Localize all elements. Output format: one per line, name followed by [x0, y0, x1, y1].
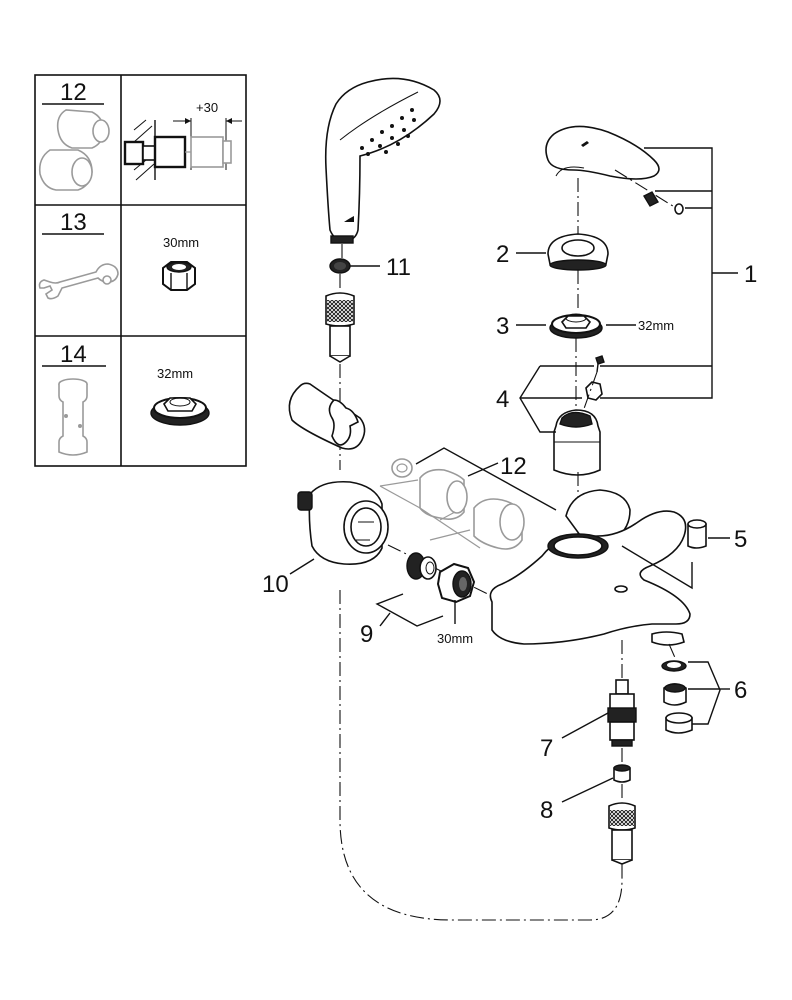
callout-9: 9	[360, 621, 373, 648]
plug-5-icon	[687, 519, 707, 549]
mixer-body-icon	[489, 489, 691, 646]
callout-12: 12	[500, 453, 527, 480]
hose-nut-top-icon	[325, 292, 355, 363]
aerator-washer-icon	[661, 660, 687, 672]
leader-bracket-6	[688, 661, 721, 725]
aerator-housing-icon	[665, 712, 693, 734]
diverter-7-icon	[607, 679, 637, 747]
lock-nut-3-icon	[549, 313, 603, 339]
dimension-30mm: 30mm	[437, 631, 473, 646]
cartridge-tool-icon	[58, 378, 88, 456]
set-screw-axis	[614, 169, 677, 209]
leader-bracket-5	[621, 545, 693, 590]
table-row-number: 14	[60, 341, 87, 368]
hex-nut-9-icon	[436, 562, 476, 604]
leader-bracket-12	[415, 447, 557, 511]
assembly-axis	[668, 643, 677, 661]
extension-set-icon	[38, 109, 110, 191]
hose-nut-bottom-icon	[608, 802, 636, 865]
wall-holder-icon	[288, 382, 366, 450]
lever-handle-icon	[545, 125, 660, 180]
leader-bracket-9	[375, 593, 444, 627]
assembly-axis	[387, 544, 501, 601]
wrench-icon	[38, 263, 119, 300]
shower-hose	[339, 590, 623, 921]
leader-bracket-1	[600, 147, 713, 399]
set-screw-icon	[643, 191, 659, 207]
nut-size-label: 30mm	[163, 235, 199, 250]
screw-cap-icon	[674, 203, 684, 215]
washer-11-icon	[329, 258, 351, 274]
aerator-insert-icon	[663, 683, 687, 706]
leader-line-8	[561, 777, 614, 803]
nut-size-label: 32mm	[157, 366, 193, 381]
small-screw-icon	[595, 355, 605, 373]
table-row-number: 12	[60, 79, 87, 106]
leader-line-7	[561, 712, 609, 739]
check-valve-8-icon	[613, 764, 631, 783]
callout-11: 11	[386, 254, 411, 281]
extension-set-12-icon	[379, 458, 525, 550]
table-row-12: 12 +30	[38, 79, 242, 191]
wall-elbow-10-icon	[297, 480, 389, 565]
callout-4: 4	[496, 386, 509, 413]
leader-line-10	[289, 558, 315, 575]
hand-shower	[324, 77, 441, 244]
leader-bracket-4	[519, 365, 556, 433]
spray-holes	[360, 108, 416, 156]
nipple-9-icon	[406, 552, 437, 580]
hex-nut-30-icon	[162, 261, 196, 291]
extension-detail-icon	[123, 118, 242, 181]
callout-2: 2	[496, 241, 509, 268]
leader-line-12	[467, 462, 499, 477]
cover-cap-2-icon	[547, 233, 609, 271]
tool-table: 12 +30	[34, 74, 247, 467]
table-row-13: 13 30mm	[38, 209, 199, 300]
cartridge-icon	[553, 409, 601, 476]
callout-5: 5	[734, 526, 747, 553]
dimension-32mm: 32mm	[638, 318, 674, 333]
extension-length-label: +30	[196, 100, 218, 115]
callout-8: 8	[540, 797, 553, 824]
lock-nut-32-icon	[150, 397, 210, 426]
callout-10: 10	[262, 571, 289, 598]
callout-3: 3	[496, 313, 509, 340]
callout-1: 1	[744, 261, 757, 288]
callout-7: 7	[540, 735, 553, 762]
table-row-14: 14 32mm	[42, 341, 210, 456]
leader-line-9	[379, 612, 391, 627]
table-border	[34, 74, 247, 467]
table-row-number: 13	[60, 209, 87, 236]
callout-6: 6	[734, 677, 747, 704]
